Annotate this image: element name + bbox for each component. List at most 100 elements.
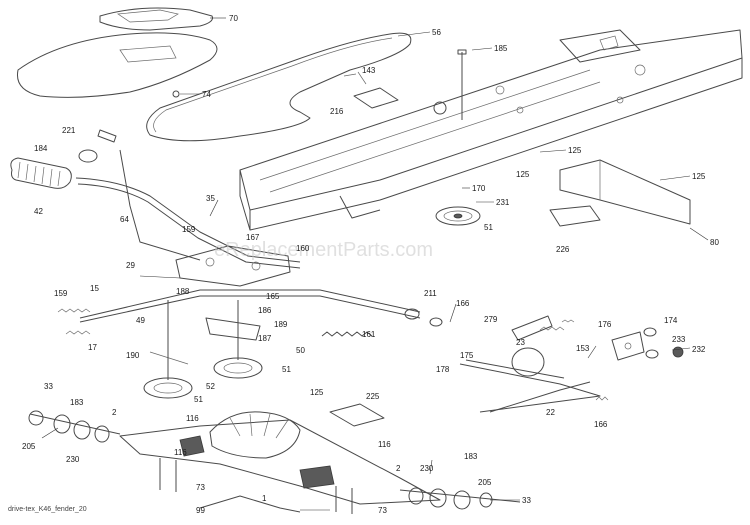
callout-22: 22 [546,408,555,417]
callout-189: 189 [274,320,288,329]
callout-205-right: 205 [478,478,492,487]
linkage-178 [459,359,601,413]
rod-29 [79,289,421,323]
callout-183-right: 183 [464,452,478,461]
callout-23: 23 [516,338,525,347]
arm-186-189 [167,300,261,380]
callout-52: 52 [206,382,215,391]
callout-216: 216 [330,107,344,116]
callout-49: 49 [136,316,145,325]
callout-99: 99 [196,506,205,515]
callout-125-c: 125 [692,172,706,181]
callout-51-mid: 51 [194,395,203,404]
callout-233: 233 [672,335,686,344]
callout-2-right: 2 [396,464,401,473]
callout-29: 29 [126,261,135,270]
callout-125-a: 125 [568,146,582,155]
callout-33-right: 33 [522,496,531,505]
shift-rod-64 [75,149,301,269]
spring-166-right [595,396,609,401]
callout-232: 232 [692,345,706,354]
callout-51-top: 51 [484,223,493,232]
callout-279: 279 [484,315,498,324]
callout-211: 211 [424,289,437,298]
callout-225: 225 [366,392,380,401]
bracket-216 [343,71,399,109]
callout-230-right: 230 [420,464,434,473]
rod-99 [199,495,301,513]
callout-159-b: 159 [54,289,68,298]
callout-160: 160 [296,244,310,253]
callout-175: 175 [460,351,474,360]
pulley-50 [213,300,263,379]
callout-226: 226 [556,245,570,254]
callout-51-right: 51 [282,365,291,374]
callout-labels: 70 56 74 185 143 216 221 184 42 125 125 … [22,14,719,515]
callout-17: 17 [88,343,97,352]
callout-73-right: 73 [378,506,387,515]
callout-1: 1 [262,494,267,503]
bracket-225 [329,403,385,427]
cap-184 [78,149,98,163]
transaxle-1 [29,411,521,505]
rod-end-211 [404,308,443,327]
callout-166-a: 166 [456,299,470,308]
spring-15-17 [57,308,91,335]
spring-153 [539,319,575,331]
disc-23 [511,347,545,377]
callout-188: 188 [176,287,190,296]
callout-176: 176 [598,320,612,329]
callout-143: 143 [362,66,376,75]
callout-50: 50 [296,346,305,355]
callout-187: 187 [258,334,272,343]
clip-221 [97,129,117,143]
callout-56: 56 [432,28,441,37]
bolt-185 [457,49,467,120]
spring-161 [321,331,373,337]
callout-125-b: 125 [516,170,530,179]
callout-116-b: 116 [174,448,187,457]
callout-161: 161 [362,330,376,339]
callout-74: 74 [202,90,211,99]
callout-186: 186 [258,306,272,315]
bolts-73-116 [159,458,353,514]
callout-33-left: 33 [44,382,53,391]
callout-159-a: 159 [182,225,196,234]
fender-knob [172,90,180,98]
leader-lines [41,17,709,511]
callout-174: 174 [664,316,678,325]
watermark: eReplacementParts.com [214,239,433,261]
callout-153: 153 [576,344,590,353]
callout-190: 190 [126,351,140,360]
callout-15: 15 [90,284,99,293]
right-axle-hardware [408,487,493,510]
bracket-176 [611,331,645,361]
callout-64: 64 [120,215,129,224]
callout-35: 35 [206,194,215,203]
callout-80: 80 [710,238,719,247]
callout-2-left: 2 [112,408,117,417]
callout-165: 165 [266,292,280,301]
callout-183-left: 183 [70,398,84,407]
idler-pulley-231 [435,206,481,226]
callout-178: 178 [436,365,450,374]
callout-221: 221 [62,126,76,135]
callout-184: 184 [34,144,48,153]
callout-231: 231 [496,198,510,207]
fender-assembly [16,7,218,98]
callout-230-left: 230 [66,455,80,464]
callout-125-d: 125 [310,388,324,397]
callout-42: 42 [34,207,43,216]
callout-166-b: 166 [594,420,608,429]
callout-167: 167 [246,233,260,242]
diagram-footer-code: drive-tex_K46_fender_20 [8,506,87,513]
left-axle-hardware [28,410,110,443]
chassis-frame [239,29,743,231]
callout-73-left: 73 [196,483,205,492]
callout-170: 170 [472,184,486,193]
callout-205-left: 205 [22,442,36,451]
drive-belt [146,32,412,142]
rear-bracket [549,159,691,227]
callout-185: 185 [494,44,508,53]
